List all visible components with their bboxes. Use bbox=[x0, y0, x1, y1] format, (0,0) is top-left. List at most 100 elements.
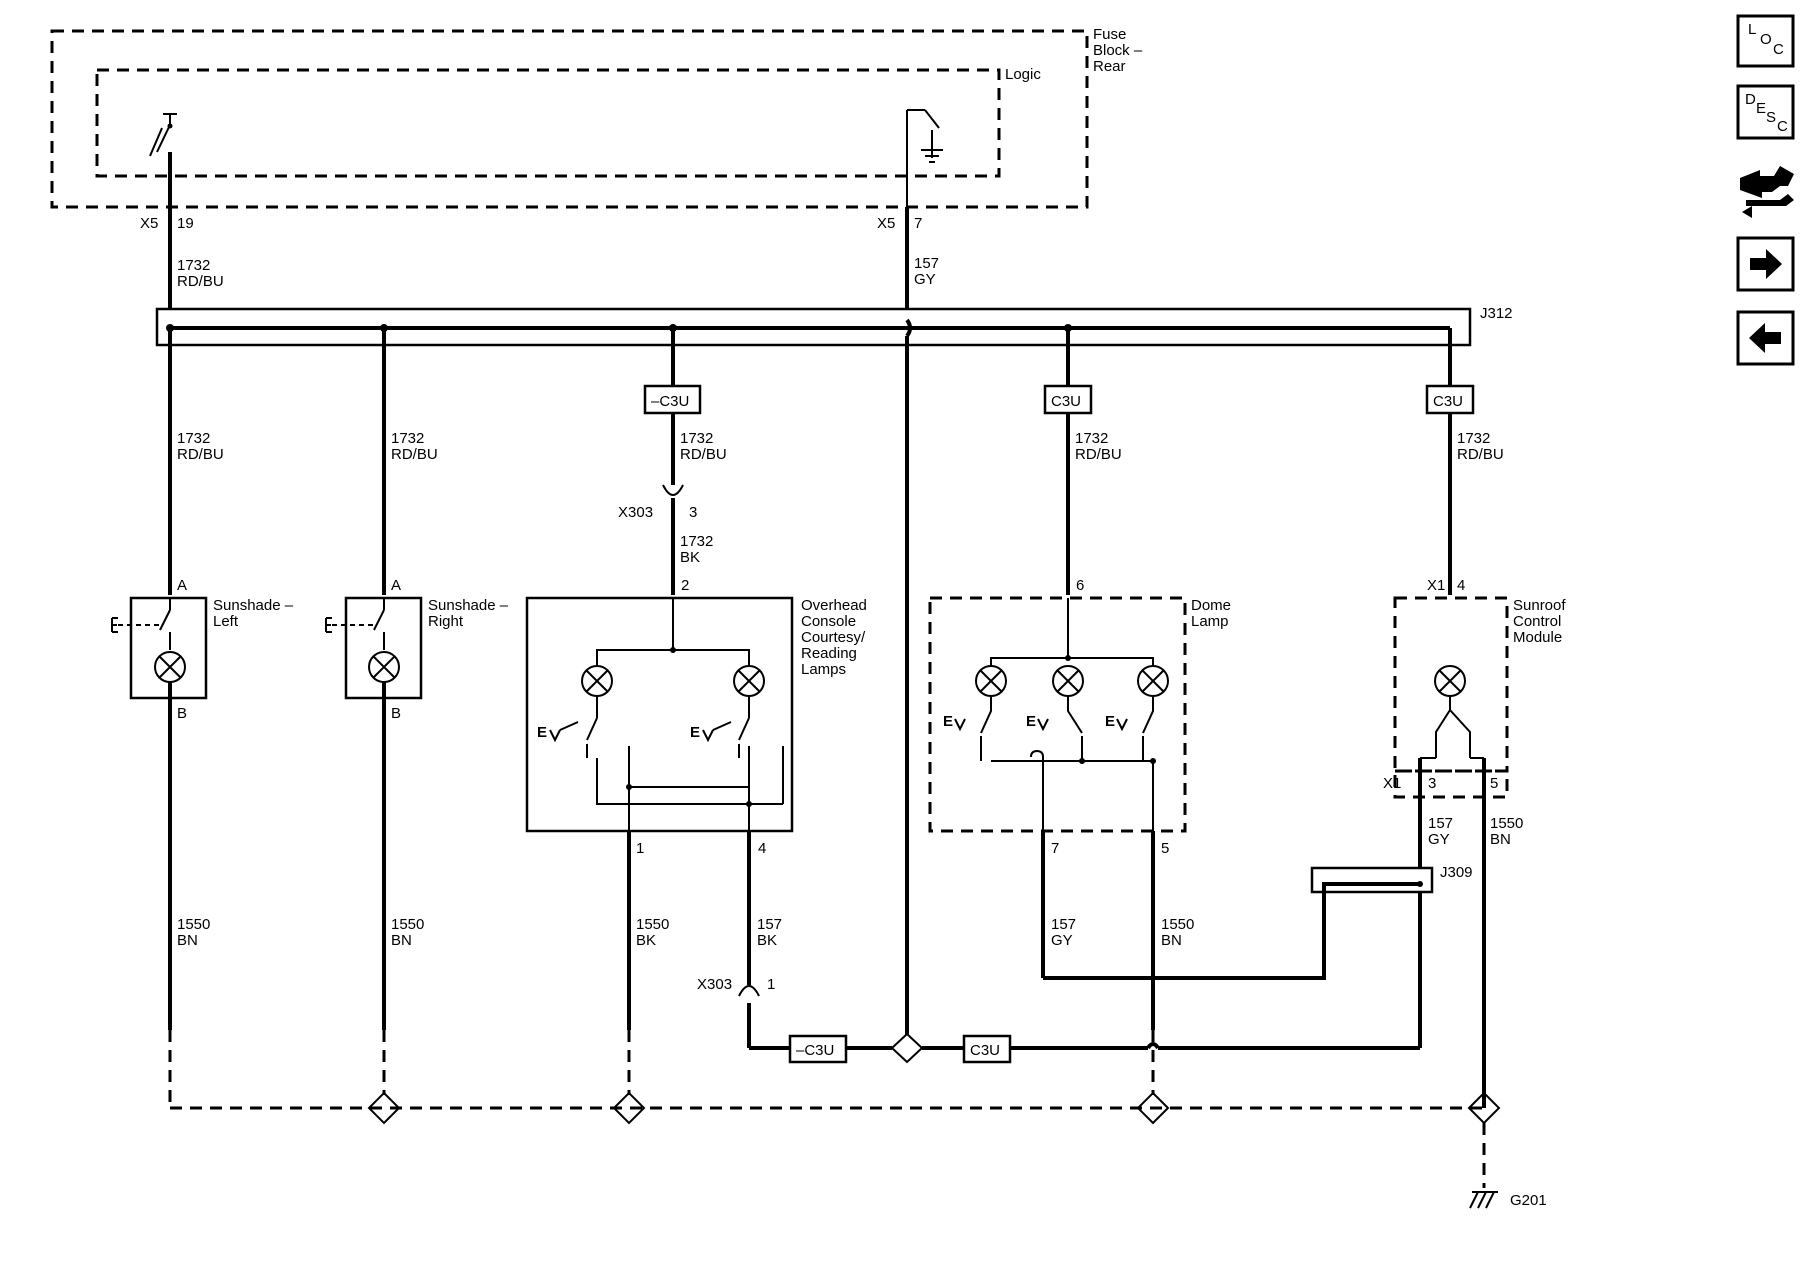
drop-2-circuit: 1732 bbox=[391, 430, 424, 447]
lower-8-circuit: 1550 bbox=[1490, 815, 1523, 832]
overhead-pin-out1: 1 bbox=[636, 840, 644, 857]
svg-text:E: E bbox=[943, 713, 953, 730]
sunroof-pin-in: 4 bbox=[1457, 577, 1465, 594]
svg-text:C: C bbox=[1777, 118, 1788, 135]
sunroof-module: X1 4 X1 3 5 bbox=[1383, 577, 1509, 1108]
location-button[interactable]: L O C bbox=[1736, 14, 1795, 68]
sunshade-right-pin-out: B bbox=[391, 705, 401, 722]
fuse-pin2-conn: X5 bbox=[877, 215, 895, 232]
fuse-block-outline bbox=[50, 29, 1089, 209]
dome-pin-out1: 7 bbox=[1051, 840, 1059, 857]
dome-lamp: 6 E E E 7 5 bbox=[928, 577, 1187, 1030]
splice-j309 bbox=[1310, 866, 1434, 894]
connector-tools-icon[interactable] bbox=[1740, 166, 1794, 218]
lower-2-circuit: 1550 bbox=[391, 916, 424, 933]
drop-1-color: RD/BU bbox=[177, 446, 224, 463]
drop-4-option: C3U bbox=[1051, 393, 1081, 410]
lower-7-color: GY bbox=[1428, 831, 1450, 848]
sunshade-right-pin-in: A bbox=[391, 577, 401, 594]
drop-1-circuit: 1732 bbox=[177, 430, 210, 447]
lower-3-circuit: 1550 bbox=[636, 916, 669, 933]
x303-top-label: X303 bbox=[618, 504, 653, 521]
description-button[interactable]: D E S C bbox=[1736, 84, 1795, 140]
lower-5-color: GY bbox=[1051, 932, 1073, 949]
drop-5-circuit: 1732 bbox=[1457, 430, 1490, 447]
lower-1-color: BN bbox=[177, 932, 198, 949]
drop-2-color: RD/BU bbox=[391, 446, 438, 463]
sunshade-left-pin-in: A bbox=[177, 577, 187, 594]
arrow-left-icon bbox=[1749, 323, 1781, 353]
lower-8-color: BN bbox=[1490, 831, 1511, 848]
fuse-pin2-color: GY bbox=[914, 271, 936, 288]
overhead-pin-in: 2 bbox=[681, 577, 689, 594]
lower-option-c3u: C3U bbox=[970, 1042, 1000, 1059]
lower-option-not-c3u: –C3U bbox=[796, 1042, 834, 1059]
x303-bottom-pin: 1 bbox=[767, 976, 775, 993]
ground-symbol bbox=[1469, 1191, 1498, 1209]
fuse-pin1-num: 19 bbox=[177, 215, 194, 232]
lower-7-circuit: 157 bbox=[1428, 815, 1453, 832]
lower-2-color: BN bbox=[391, 932, 412, 949]
lower-4-color: BK bbox=[757, 932, 777, 949]
sunshade-right-name: Sunshade –Right bbox=[428, 597, 509, 630]
sunshade-left-pin-out: B bbox=[177, 705, 187, 722]
fuse-pin1-color: RD/BU bbox=[177, 273, 224, 290]
ground-label: G201 bbox=[1510, 1192, 1547, 1209]
lower-3-color: BK bbox=[636, 932, 656, 949]
x303-console-circuit: 1732 bbox=[680, 533, 713, 550]
drop-5-option: C3U bbox=[1433, 393, 1463, 410]
next-page-button[interactable] bbox=[1736, 236, 1795, 292]
sunshade-left-name: Sunshade –Left bbox=[213, 597, 294, 630]
logic-outline bbox=[95, 68, 1001, 178]
drop-5: C3U 1732 RD/BU bbox=[1425, 328, 1504, 595]
previous-page-button[interactable] bbox=[1736, 310, 1795, 366]
drop-3-option: –C3U bbox=[651, 393, 689, 410]
fuse-pin1-conn: X5 bbox=[140, 215, 158, 232]
lower-4-circuit: 157 bbox=[757, 916, 782, 933]
fuse-pin2-circuit: 157 bbox=[914, 255, 939, 272]
drop-2: 1732 RD/BU bbox=[380, 324, 438, 595]
ground-splice-diamonds bbox=[367, 1091, 1501, 1125]
sunroof-pin-out1: 3 bbox=[1428, 775, 1436, 792]
fuse-pin2-num: 7 bbox=[914, 215, 922, 232]
svg-text:D: D bbox=[1745, 91, 1756, 108]
overhead-pin-out2: 4 bbox=[758, 840, 766, 857]
svg-text:E: E bbox=[1105, 713, 1115, 730]
svg-text:L: L bbox=[1748, 21, 1756, 38]
x303-bottom-label: X303 bbox=[697, 976, 732, 993]
overhead-console: 2 E E 1 4 bbox=[525, 577, 794, 1030]
fuse-pin1-circuit: 1732 bbox=[177, 257, 210, 274]
lower-1-circuit: 1550 bbox=[177, 916, 210, 933]
lower-6-circuit: 1550 bbox=[1161, 916, 1194, 933]
arrow-right-icon bbox=[1750, 249, 1782, 279]
drop-4-color: RD/BU bbox=[1075, 446, 1122, 463]
drop-1: 1732 RD/BU bbox=[166, 324, 224, 595]
drop-3-circuit: 1732 bbox=[680, 430, 713, 447]
lower-6-color: BN bbox=[1161, 932, 1182, 949]
sunshade-left: A B bbox=[111, 577, 208, 1030]
svg-text:E: E bbox=[1756, 100, 1766, 117]
sunroof-conn-in: X1 bbox=[1427, 577, 1445, 594]
drop-4-circuit: 1732 bbox=[1075, 430, 1108, 447]
drop-3-color: RD/BU bbox=[680, 446, 727, 463]
lower-5-circuit: 157 bbox=[1051, 916, 1076, 933]
drop-5-color: RD/BU bbox=[1457, 446, 1504, 463]
svg-text:E: E bbox=[690, 724, 700, 741]
svg-text:S: S bbox=[1766, 109, 1776, 126]
sunroof-conn-out: X1 bbox=[1383, 775, 1401, 792]
x303-top-pin: 3 bbox=[689, 504, 697, 521]
logic-label: Logic bbox=[1005, 66, 1041, 83]
splice-j312-label: J312 bbox=[1480, 305, 1513, 322]
svg-text:E: E bbox=[537, 724, 547, 741]
svg-text:E: E bbox=[1026, 713, 1036, 730]
sunshade-right: A B bbox=[325, 577, 423, 1030]
sunroof-pin-out2: 5 bbox=[1490, 775, 1498, 792]
svg-text:O: O bbox=[1760, 31, 1772, 48]
splice-j309-label: J309 bbox=[1440, 864, 1473, 881]
dome-pin-in: 6 bbox=[1076, 577, 1084, 594]
